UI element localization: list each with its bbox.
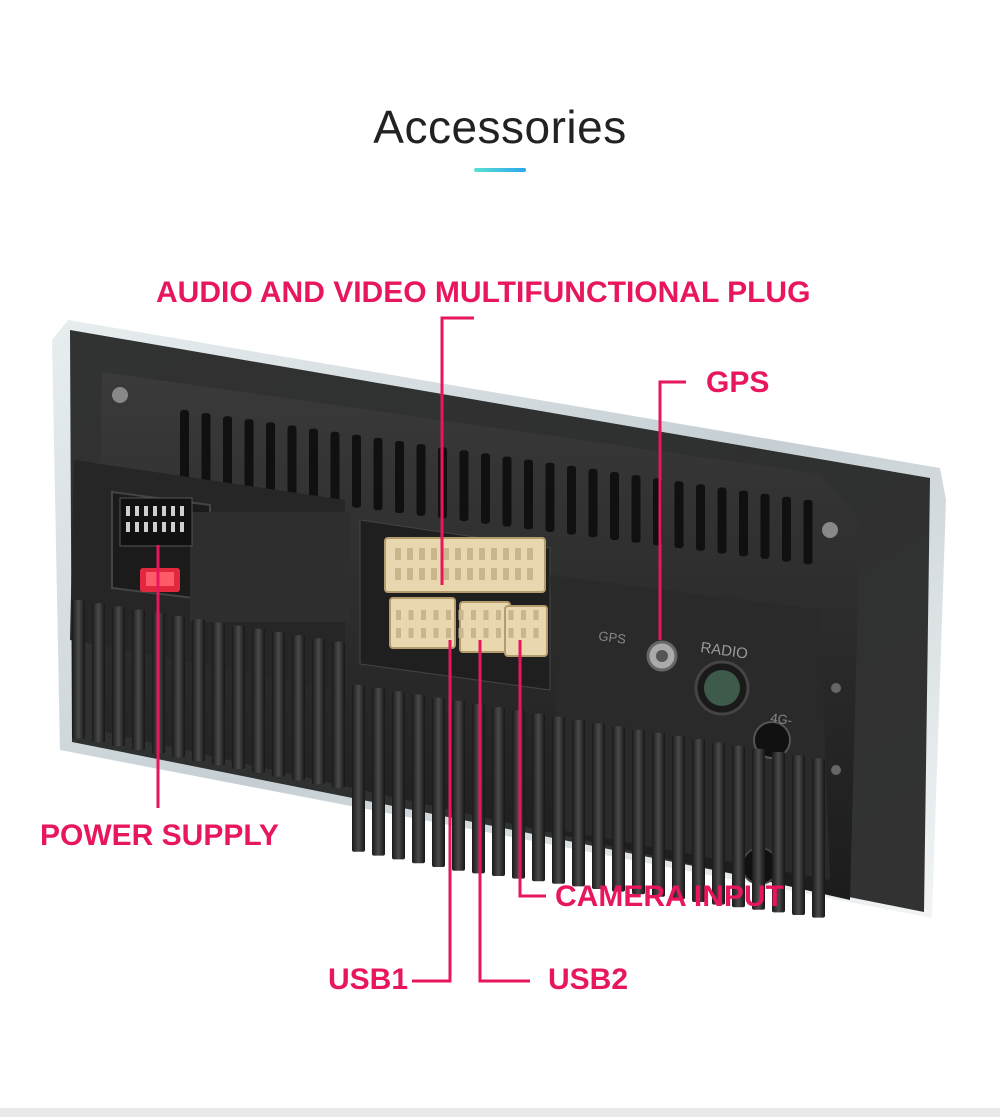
camera-leader	[518, 640, 546, 898]
fourg-marking: 4G-	[770, 710, 794, 728]
callout-camera-input: CAMERA INPUT	[555, 880, 784, 913]
title-accent-bar	[474, 168, 526, 172]
radio-antenna-port	[694, 660, 750, 716]
usb2-leader	[478, 640, 530, 983]
bottom-divider	[0, 1108, 1000, 1117]
page-title: Accessories	[373, 101, 627, 153]
callout-av-plug: AUDIO AND VIDEO MULTIFUNCTIONAL PLUG	[156, 276, 811, 309]
av-plug-leader	[440, 316, 474, 585]
top-vents	[180, 410, 813, 565]
connector-panel	[359, 519, 551, 691]
usb1-leader	[412, 640, 452, 983]
power-connector	[119, 497, 193, 547]
radio-marking: RADIO	[699, 639, 748, 662]
callout-power-supply: POWER SUPPLY	[40, 819, 279, 852]
callout-usb2: USB2	[548, 963, 629, 996]
callout-usb1: USB1	[328, 963, 409, 996]
red-fuse	[140, 568, 180, 592]
gps-leader	[658, 380, 686, 640]
callout-gps: GPS	[706, 366, 770, 399]
callout-lines	[156, 316, 686, 983]
lower-heatsink-fins	[72, 600, 825, 918]
usb-camera-connectors	[389, 597, 548, 657]
av-multifunction-connector	[384, 537, 546, 593]
gps-antenna-port	[646, 640, 678, 672]
gps-marking: GPS	[598, 628, 628, 647]
